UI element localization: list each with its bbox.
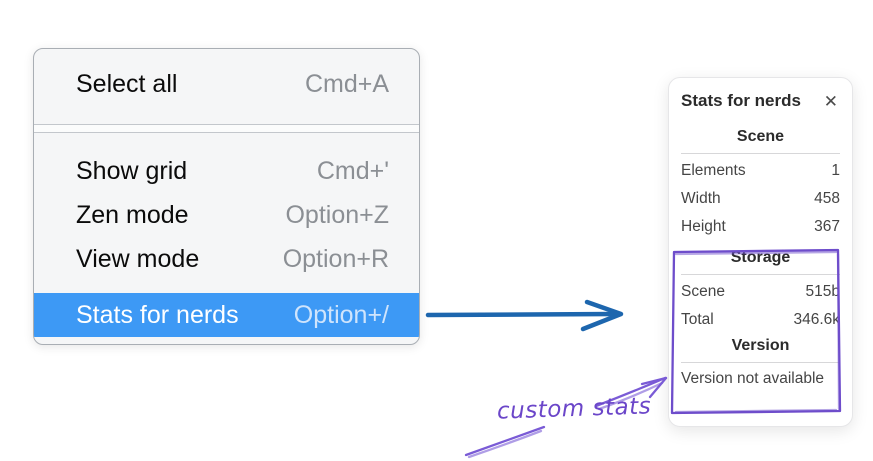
- stat-row-scene-storage: Scene 515b: [681, 278, 840, 306]
- close-icon[interactable]: ✕: [823, 91, 838, 111]
- menu-item-shortcut: Option+R: [282, 244, 389, 273]
- section-title: Storage: [730, 249, 791, 266]
- menu-item-view-mode[interactable]: View mode Option+R: [34, 237, 419, 281]
- stat-value: 515b: [805, 283, 840, 300]
- stat-value: 346.6k: [793, 311, 840, 328]
- stat-label: Total: [681, 311, 714, 328]
- section-scene: Scene Elements 1 Width 458 Height 367: [681, 128, 840, 241]
- section-title: Scene: [736, 128, 785, 145]
- menu-item-label: Zen mode: [76, 200, 189, 229]
- stat-value: 1: [831, 162, 840, 179]
- menu-item-label: Show grid: [76, 156, 188, 185]
- menu-item-shortcut: Option+/: [293, 300, 389, 329]
- section-rule: [681, 362, 840, 363]
- stat-value: 367: [814, 218, 840, 235]
- stats-panel: Stats for nerds ✕ Scene Elements 1 Width…: [668, 77, 853, 427]
- menu-item-zen-mode[interactable]: Zen mode Option+Z: [34, 193, 419, 237]
- stat-row-elements: Elements 1: [681, 157, 840, 185]
- stat-label: Width: [681, 190, 721, 207]
- stat-row-height: Height 367: [681, 213, 840, 241]
- stat-label: Height: [681, 218, 726, 235]
- menu-item-shortcut: Cmd+A: [304, 69, 389, 98]
- stat-row-width: Width 458: [681, 185, 840, 213]
- version-note: Version not available: [681, 370, 825, 387]
- stats-panel-title: Stats for nerds: [681, 91, 801, 110]
- section-title: Version: [731, 337, 790, 354]
- menu-item-show-grid[interactable]: Show grid Cmd+': [34, 149, 419, 193]
- menu-item-label: Stats for nerds: [76, 300, 239, 329]
- section-rule: [681, 274, 840, 275]
- menu-item-shortcut: Option+Z: [285, 200, 389, 229]
- section-storage: Storage Scene 515b Total 346.6k: [681, 249, 840, 334]
- context-menu: Select all Cmd+A Show grid Cmd+' Zen mod…: [33, 48, 420, 345]
- stat-value: 458: [814, 190, 840, 207]
- menu-divider: [34, 124, 419, 133]
- stat-label: Elements: [681, 162, 746, 179]
- stat-row-total-storage: Total 346.6k: [681, 306, 840, 334]
- arrow-to-panel-icon: [425, 299, 624, 332]
- menu-item-stats-for-nerds[interactable]: Stats for nerds Option+/: [34, 293, 419, 337]
- menu-item-shortcut: Cmd+': [316, 156, 389, 185]
- menu-item-label: Select all: [76, 69, 178, 98]
- section-rule: [681, 153, 840, 154]
- stats-panel-header: Stats for nerds ✕: [681, 88, 840, 114]
- menu-item-label: View mode: [76, 244, 200, 273]
- menu-item-select-all[interactable]: Select all Cmd+A: [34, 62, 419, 106]
- section-version: Version Version not available: [681, 337, 840, 392]
- annotation-label: custom stats: [496, 393, 652, 425]
- stat-label: Scene: [681, 283, 725, 300]
